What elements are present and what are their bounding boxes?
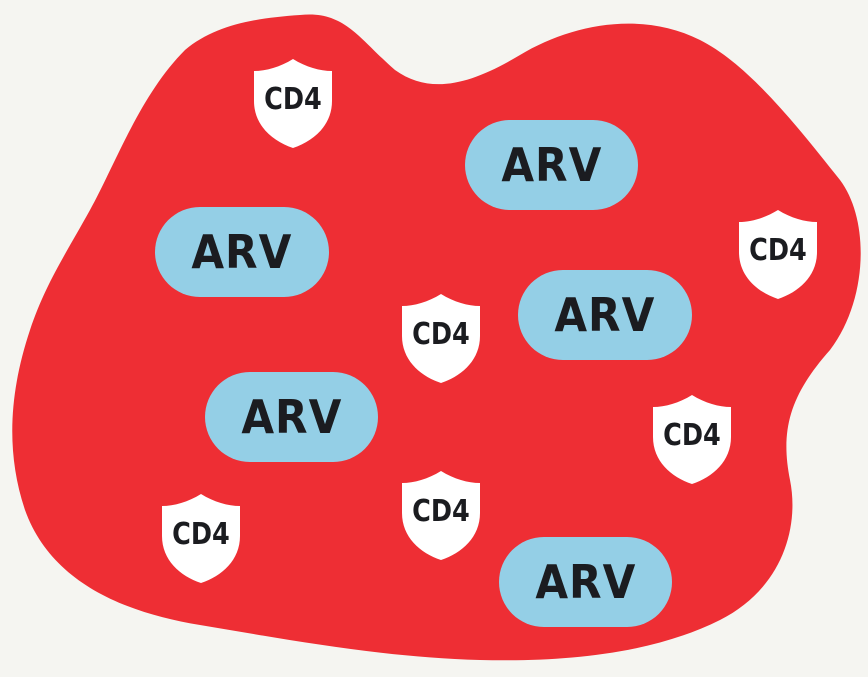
cd4-label: CD4 <box>663 418 721 453</box>
arv-pill: ARV <box>518 270 692 360</box>
arv-pill: ARV <box>205 372 378 462</box>
cd4-label: CD4 <box>412 494 470 529</box>
arv-pill: ARV <box>465 120 638 210</box>
cd4-shield: CD4 <box>735 206 821 302</box>
arv-pill: ARV <box>499 537 672 627</box>
shield-icon <box>402 471 480 560</box>
shield-icon <box>254 59 332 148</box>
shield-icon <box>653 395 731 484</box>
cd4-shield: CD4 <box>398 290 484 386</box>
cd4-label: CD4 <box>264 82 322 117</box>
cd4-shield: CD4 <box>250 55 336 151</box>
arv-label: ARV <box>191 225 293 279</box>
shield-icon <box>162 494 240 583</box>
cd4-label: CD4 <box>749 233 807 268</box>
arv-pill: ARV <box>155 207 329 297</box>
arv-label: ARV <box>241 390 342 444</box>
cd4-label: CD4 <box>172 517 230 552</box>
shield-icon <box>739 210 817 299</box>
cd4-shield: CD4 <box>649 391 735 487</box>
arv-label: ARV <box>554 288 656 342</box>
cd4-label: CD4 <box>412 317 470 352</box>
arv-label: ARV <box>501 138 602 192</box>
shield-icon <box>402 294 480 383</box>
arv-label: ARV <box>535 555 636 609</box>
cd4-shield: CD4 <box>398 467 484 563</box>
cd4-shield: CD4 <box>158 490 244 586</box>
